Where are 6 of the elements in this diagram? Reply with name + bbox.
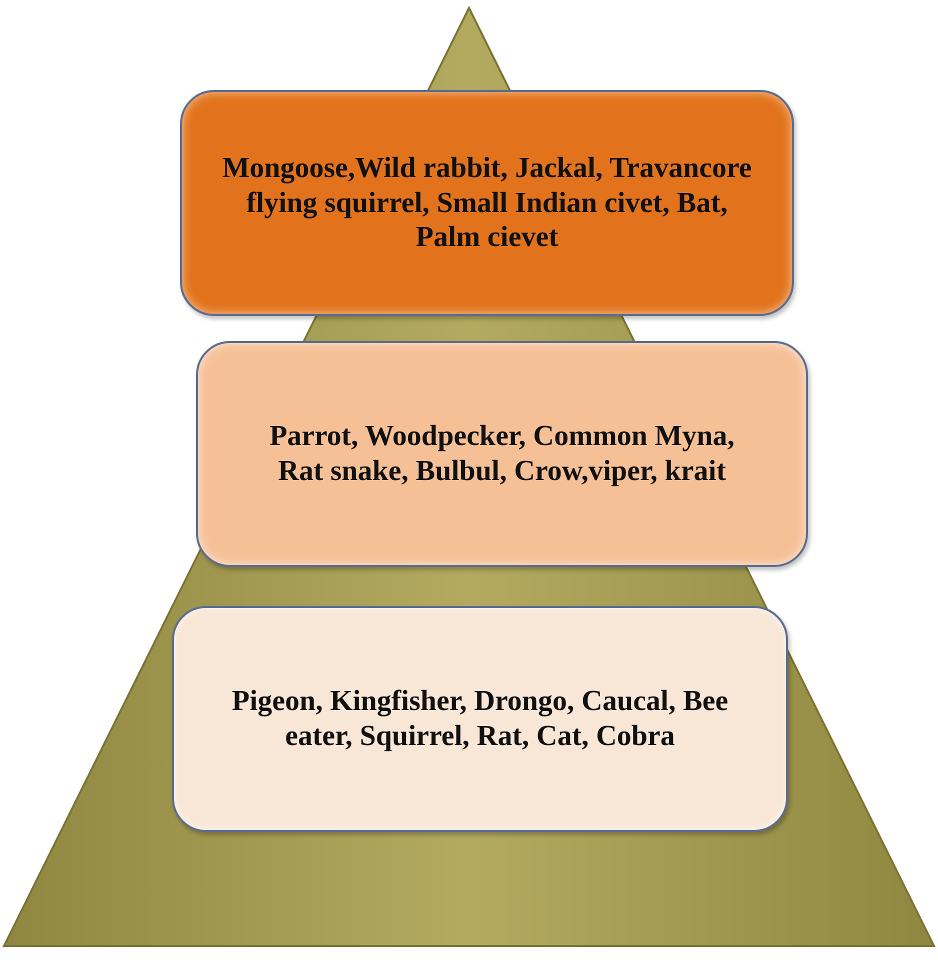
- level-box: [172, 606, 788, 832]
- level-box: [196, 341, 808, 567]
- species-list: Mongoose,Wild rabbit, Jackal, Travancore flying squirrel, Small Indian civet, Bat, Palm cievet: [222, 150, 752, 256]
- level-box: [180, 90, 794, 316]
- species-list: Pigeon, Kingfisher, Drongo, Caucal, Bee eater, Squirrel, Rat, Cat, Cobra: [204, 684, 756, 754]
- species-list: Parrot, Woodpecker, Common Myna, Rat snake, Bulbul, Crow,viper, krait: [267, 419, 737, 489]
